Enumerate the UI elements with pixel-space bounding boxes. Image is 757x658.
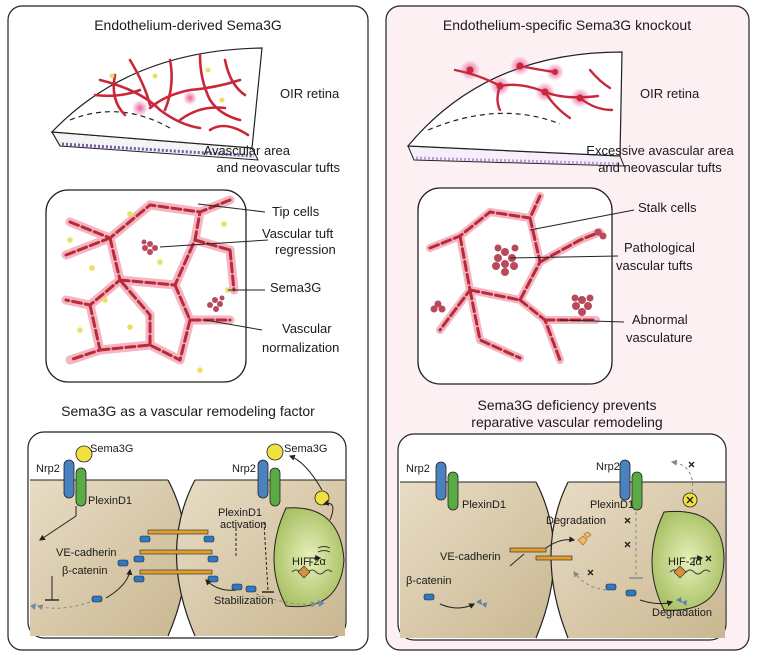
right-nrp2-left: Nrp2 <box>406 463 430 475</box>
plexind1-activation-2: activation <box>220 519 266 531</box>
right-cell-diagram <box>397 433 727 641</box>
callout-sema3g: Sema3G <box>270 280 321 295</box>
right-section-title-2: reparative vascular remodeling <box>471 414 662 430</box>
callout-stalk-cells: Stalk cells <box>638 200 697 215</box>
degradation-bottom: Degradation <box>652 607 712 619</box>
right-retina-caption-2: and neovascular tufts <box>598 160 722 175</box>
callout-abnormal-1: Abnormal <box>632 312 688 327</box>
callout-pathological-1: Pathological <box>624 240 695 255</box>
right-nrp2-right: Nrp2 <box>596 461 620 473</box>
left-panel-title: Endothelium-derived Sema3G <box>94 17 282 33</box>
left-hif: HIF-2α <box>292 556 327 568</box>
right-section-title-1: Sema3G deficiency prevents <box>478 397 657 413</box>
right-oir-retina <box>406 51 625 167</box>
callout-normalization-2: normalization <box>262 340 339 355</box>
left-ve-cadherin: VE-cadherin <box>56 547 117 559</box>
left-sema3g-right: Sema3G <box>284 443 327 455</box>
left-oir-retina <box>50 47 263 161</box>
right-callout-lines <box>509 209 635 323</box>
right-panel-title: Endothelium-specific Sema3G knockout <box>443 17 691 33</box>
left-plexind1: PlexinD1 <box>88 495 132 507</box>
left-nrp2: Nrp2 <box>36 463 60 475</box>
right-plexind1-left: PlexinD1 <box>462 499 506 511</box>
left-nrp2-right: Nrp2 <box>232 463 256 475</box>
callout-tuft-regression-2: regression <box>275 242 336 257</box>
callout-normalization-1: Vascular <box>282 321 332 336</box>
plexind1-activation-1: PlexinD1 <box>218 507 262 519</box>
left-retina-caption-1: Avascular area <box>204 143 291 158</box>
right-plexind1-right: PlexinD1 <box>590 499 634 511</box>
left-retina-label: OIR retina <box>280 86 340 101</box>
left-cell-diagram <box>27 431 347 639</box>
left-vascular-network <box>45 189 247 383</box>
callout-tip-cells: Tip cells <box>272 204 320 219</box>
stabilization-label: Stabilization <box>214 595 273 607</box>
left-sema3g-ligand: Sema3G <box>90 443 133 455</box>
left-beta-catenin: β-catenin <box>62 565 107 577</box>
right-ve-cadherin: VE-cadherin <box>440 551 501 563</box>
right-beta-catenin: β-catenin <box>406 575 451 587</box>
callout-tuft-regression-1: Vascular tuft <box>262 226 334 241</box>
right-vascular-network <box>417 187 613 385</box>
callout-pathological-2: vascular tufts <box>616 258 693 273</box>
left-retina-caption-2: and neovascular tufts <box>216 160 340 175</box>
right-retina-caption-1: Excessive avascular area <box>586 143 734 158</box>
left-section-title: Sema3G as a vascular remodeling factor <box>61 403 315 419</box>
right-hif: HIF-2α <box>668 556 703 568</box>
left-callout-lines <box>159 203 269 331</box>
callout-abnormal-2: vasculature <box>626 330 692 345</box>
degradation-top: Degradation <box>546 515 606 527</box>
right-retina-label: OIR retina <box>640 86 700 101</box>
